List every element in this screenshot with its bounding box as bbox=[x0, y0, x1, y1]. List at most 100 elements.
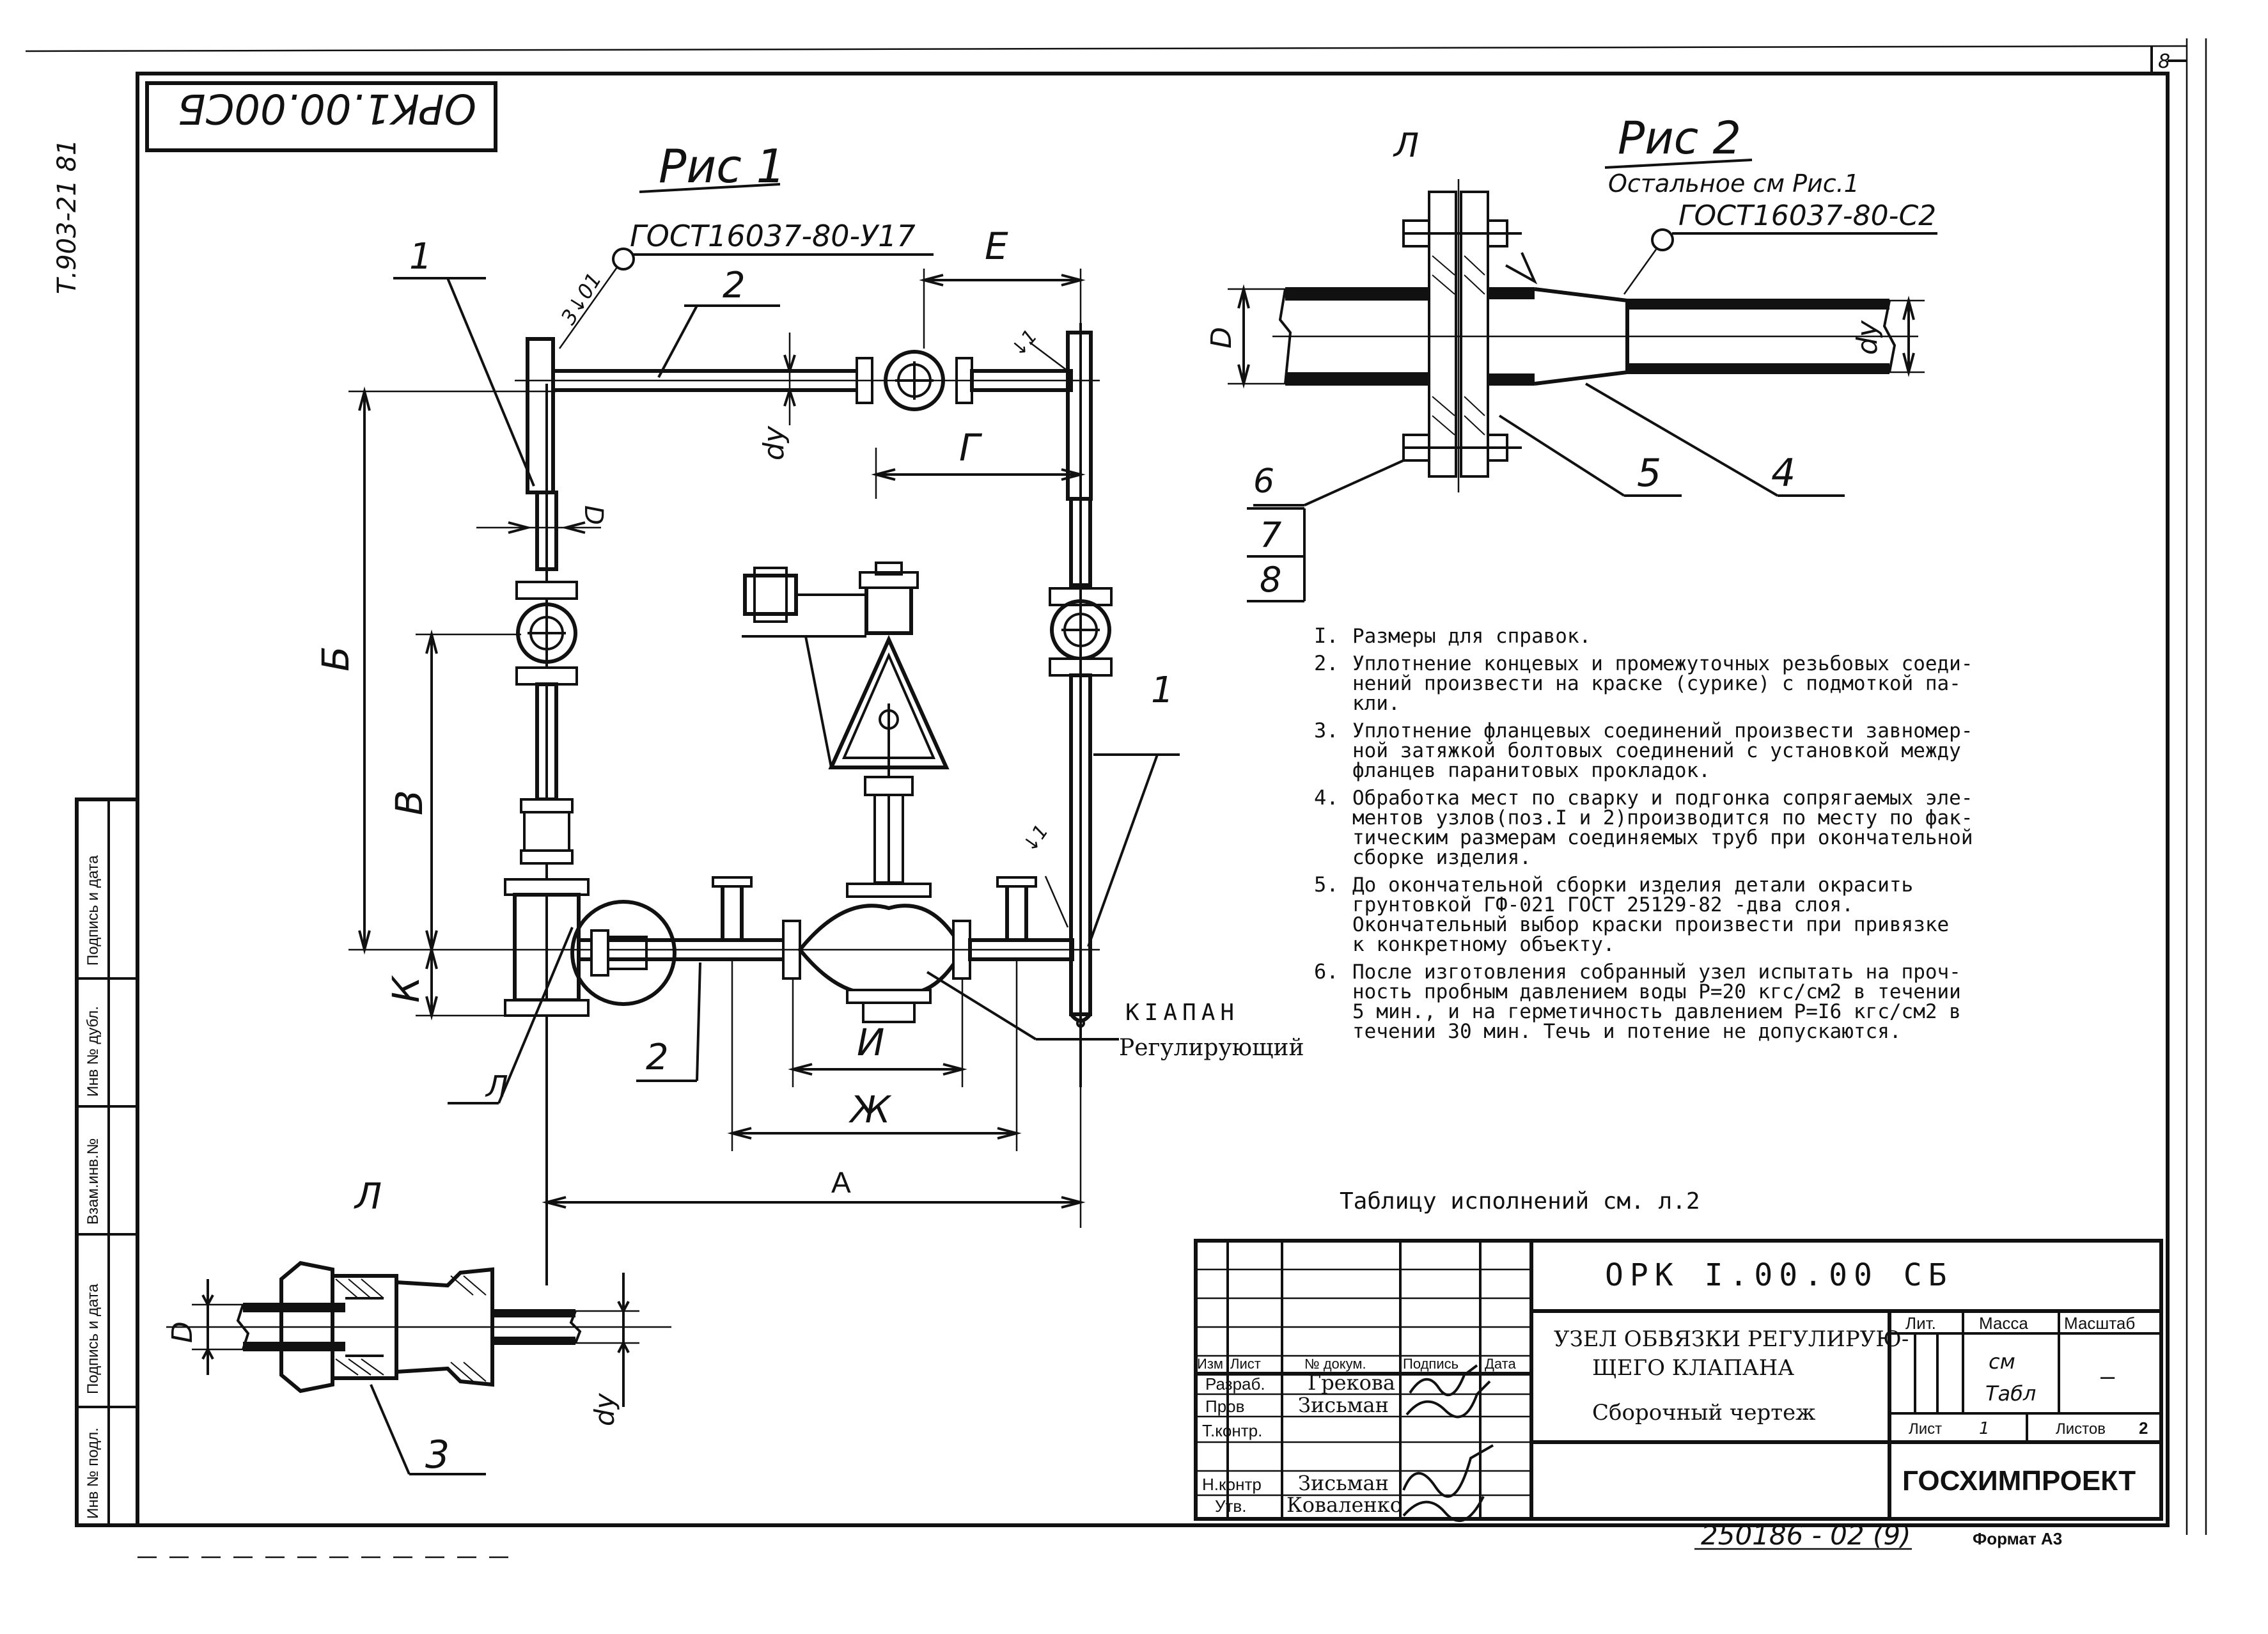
signature-prov bbox=[1405, 1380, 1491, 1418]
fig2-subtitle: Остальное см Рис.1 bbox=[1608, 169, 1859, 198]
note-5-line: До окончательной сборки изделия детали о… bbox=[1352, 874, 1913, 897]
fig1-pos-1-left: 1 bbox=[409, 236, 432, 278]
tb-sheets-value: 2 bbox=[2139, 1418, 2148, 1438]
tb-sheet-value: 1 bbox=[1979, 1419, 1990, 1438]
tb-col-izm: Изм bbox=[1197, 1356, 1223, 1372]
side-inv-dubl: Инв № дубл. bbox=[84, 1006, 102, 1097]
note-6-line: 5 мин., и на герметичность давлением Р=I… bbox=[1352, 1000, 1961, 1023]
sheet-number: 8 bbox=[2158, 51, 2170, 73]
tb-name-line-2: ЩЕГО КЛАПАНА bbox=[1592, 1355, 1794, 1381]
fig1-dim-A: А bbox=[831, 1166, 851, 1199]
side-stamp: Подпись и дата Инв № дубл. Взам.инв.№ По… bbox=[75, 797, 139, 1527]
tb-role-prov: Пров bbox=[1205, 1397, 1244, 1416]
tb-lit-label: Лит. bbox=[1905, 1314, 1936, 1333]
title-block: Изм Лист № докум. Подпись Дата Разраб. П… bbox=[1194, 1239, 2163, 1522]
note-5-line: Окончательный выбор краски произвести пр… bbox=[1352, 913, 1949, 936]
fig2-view-label: Л bbox=[1393, 127, 1419, 165]
note-3-number: 3. bbox=[1314, 718, 1339, 742]
note-6-number: 6. bbox=[1314, 959, 1339, 984]
fig1-dim-B: Б bbox=[314, 646, 357, 672]
note-2-line: кли. bbox=[1352, 692, 1400, 715]
figure-2: Рис 2 Остальное см Рис.1 Л ГОСТ16037-80-… bbox=[1205, 112, 1937, 602]
note-3-line: фланцев паранитовых прокладок. bbox=[1352, 759, 1710, 782]
tb-scale-label: Масштаб bbox=[2064, 1314, 2135, 1333]
fig2-pos-7: 7 bbox=[1260, 515, 1281, 555]
note-6-line: После изготовления собранный узел испыта… bbox=[1352, 961, 1961, 984]
tb-name-razrab: Грекова bbox=[1308, 1371, 1395, 1395]
note-4-line: Обработка мест по сварку и подгонка сопр… bbox=[1352, 787, 1973, 810]
fig2-weld-symbol: ГОСТ16037-80-С2 bbox=[1678, 200, 1936, 232]
tb-doc-code: ОРК I.00.00 СБ bbox=[1605, 1257, 1953, 1293]
footer-format: Формат А3 bbox=[1973, 1529, 2062, 1548]
fig1-valve-label-1: КIАПАН bbox=[1125, 1000, 1239, 1026]
fig1-dim-D: D bbox=[579, 505, 608, 525]
fig1-dim-V: В bbox=[387, 790, 431, 815]
fig2-pos-5: 5 bbox=[1637, 451, 1661, 496]
tb-sheet-label: Лист bbox=[1909, 1420, 1942, 1438]
tb-role-nkontr: Н.контр bbox=[1202, 1475, 1262, 1494]
tb-col-data: Дата bbox=[1485, 1356, 1516, 1372]
fig1-dim-G: Г bbox=[959, 426, 983, 469]
fig1-dim-I: И bbox=[857, 1021, 884, 1064]
fig1-pos-L: Л bbox=[485, 1069, 508, 1104]
note-5-number: 5. bbox=[1314, 872, 1339, 897]
note-4-line: сборке изделия. bbox=[1352, 846, 1531, 869]
detail-dim-dy: dy bbox=[589, 1392, 620, 1426]
fig1-pos-1-right: 1 bbox=[1151, 670, 1174, 711]
figure-1: Рис 1 ГОСТ16037-80-У17 3↓01 bbox=[314, 139, 1304, 1285]
tb-col-dokum: № докум. bbox=[1304, 1356, 1366, 1372]
tb-name-prov: Зисьман bbox=[1298, 1393, 1389, 1417]
detail-view-label: Л bbox=[354, 1176, 382, 1218]
note-2-line: Уплотнение концевых и промежуточных резь… bbox=[1352, 652, 1973, 675]
note-4-number: 4. bbox=[1314, 785, 1339, 810]
note-6-line: ность пробным давлением воды Р=20 кгс/см… bbox=[1352, 980, 1961, 1003]
tb-col-list: Лист bbox=[1230, 1356, 1261, 1372]
fig1-pos-2-top: 2 bbox=[723, 265, 746, 306]
note-4-line: тическим размерам соединяемых труб при о… bbox=[1352, 826, 1973, 849]
detail-pos-3: 3 bbox=[425, 1433, 450, 1477]
signature-nkontr bbox=[1402, 1444, 1494, 1498]
fig1-dim-dy: dy bbox=[758, 425, 790, 460]
fig2-pos-8: 8 bbox=[1260, 560, 1281, 600]
fig2-dim-dy: dy bbox=[1851, 320, 1884, 355]
note-5-line: к конкретному объекту. bbox=[1352, 933, 1615, 956]
tb-col-podpis: Подпись bbox=[1403, 1356, 1459, 1372]
tb-org: ГОСХИМПРОЕКТ bbox=[1902, 1465, 2136, 1497]
note-5-line: грунтовкой ГФ-021 ГОСТ 25129-82 -два сло… bbox=[1352, 893, 1854, 916]
tb-role-razrab: Разраб. bbox=[1205, 1374, 1265, 1394]
signature-razrab bbox=[1409, 1364, 1478, 1397]
note-6-line: течении 30 мин. Течь и потение не допуск… bbox=[1352, 1020, 1902, 1043]
stamp-code: ОРК1.00.00СБ bbox=[178, 84, 476, 132]
side-vzam-inv: Взам.инв.№ bbox=[84, 1138, 102, 1225]
fig1-dim-Zh: Ж bbox=[849, 1088, 892, 1131]
footer-copy-no: 250186 - 02 (9) bbox=[1701, 1520, 1911, 1551]
side-podp-data-2: Подпись и дата bbox=[84, 1284, 102, 1394]
tb-mass-label: Масса bbox=[1979, 1314, 2028, 1333]
fig2-dim-D: D bbox=[1205, 327, 1238, 349]
note-2-number: 2. bbox=[1314, 651, 1339, 675]
fig1-weld-mark-b: ↓1 bbox=[1006, 326, 1042, 361]
fig1-dim-K: К bbox=[384, 975, 428, 1003]
tb-role-utv: Утв. bbox=[1215, 1497, 1246, 1516]
tb-mass-value-2: Табл bbox=[1985, 1381, 2036, 1406]
note-4-line: ментов узлов(поз.I и 2)производится по м… bbox=[1352, 806, 1973, 829]
tb-role-tkontr: Т.контр. bbox=[1202, 1421, 1262, 1440]
note-1-number: I. bbox=[1314, 624, 1339, 648]
tb-name-line-1: УЗЕЛ ОБВЯЗКИ РЕГУЛИРУЮ- bbox=[1554, 1326, 1909, 1352]
note-1-line: Размеры для справок. bbox=[1352, 625, 1591, 648]
fig1-pos-2-bottom: 2 bbox=[646, 1037, 669, 1078]
fig2-pos-6: 6 bbox=[1253, 462, 1274, 501]
upside-down-stamp: ОРК1.00.00СБ bbox=[145, 81, 497, 152]
tb-name-nkontr: Зисьман bbox=[1298, 1471, 1389, 1495]
notes: I. Размеры для справок. 2. Уплотнение конце… bbox=[1314, 624, 1973, 1043]
side-inv-podl: Инв № подл. bbox=[84, 1427, 102, 1519]
tb-sheets-label: Листов bbox=[2056, 1420, 2106, 1438]
fig1-weld-mark-a: 3↓01 bbox=[556, 269, 607, 329]
signature-utv bbox=[1402, 1496, 1485, 1522]
fig2-title: Рис 2 bbox=[1618, 112, 1741, 164]
detail-dim-D: D bbox=[166, 1321, 199, 1343]
table-reference: Таблицу исполнений см. л.2 bbox=[1340, 1188, 1700, 1214]
note-2-line: нений произвести на краске (сурике) с по… bbox=[1352, 672, 1961, 695]
tb-name-utv: Коваленко bbox=[1287, 1493, 1402, 1517]
margin-code: Т.903-21 81 bbox=[52, 139, 82, 294]
